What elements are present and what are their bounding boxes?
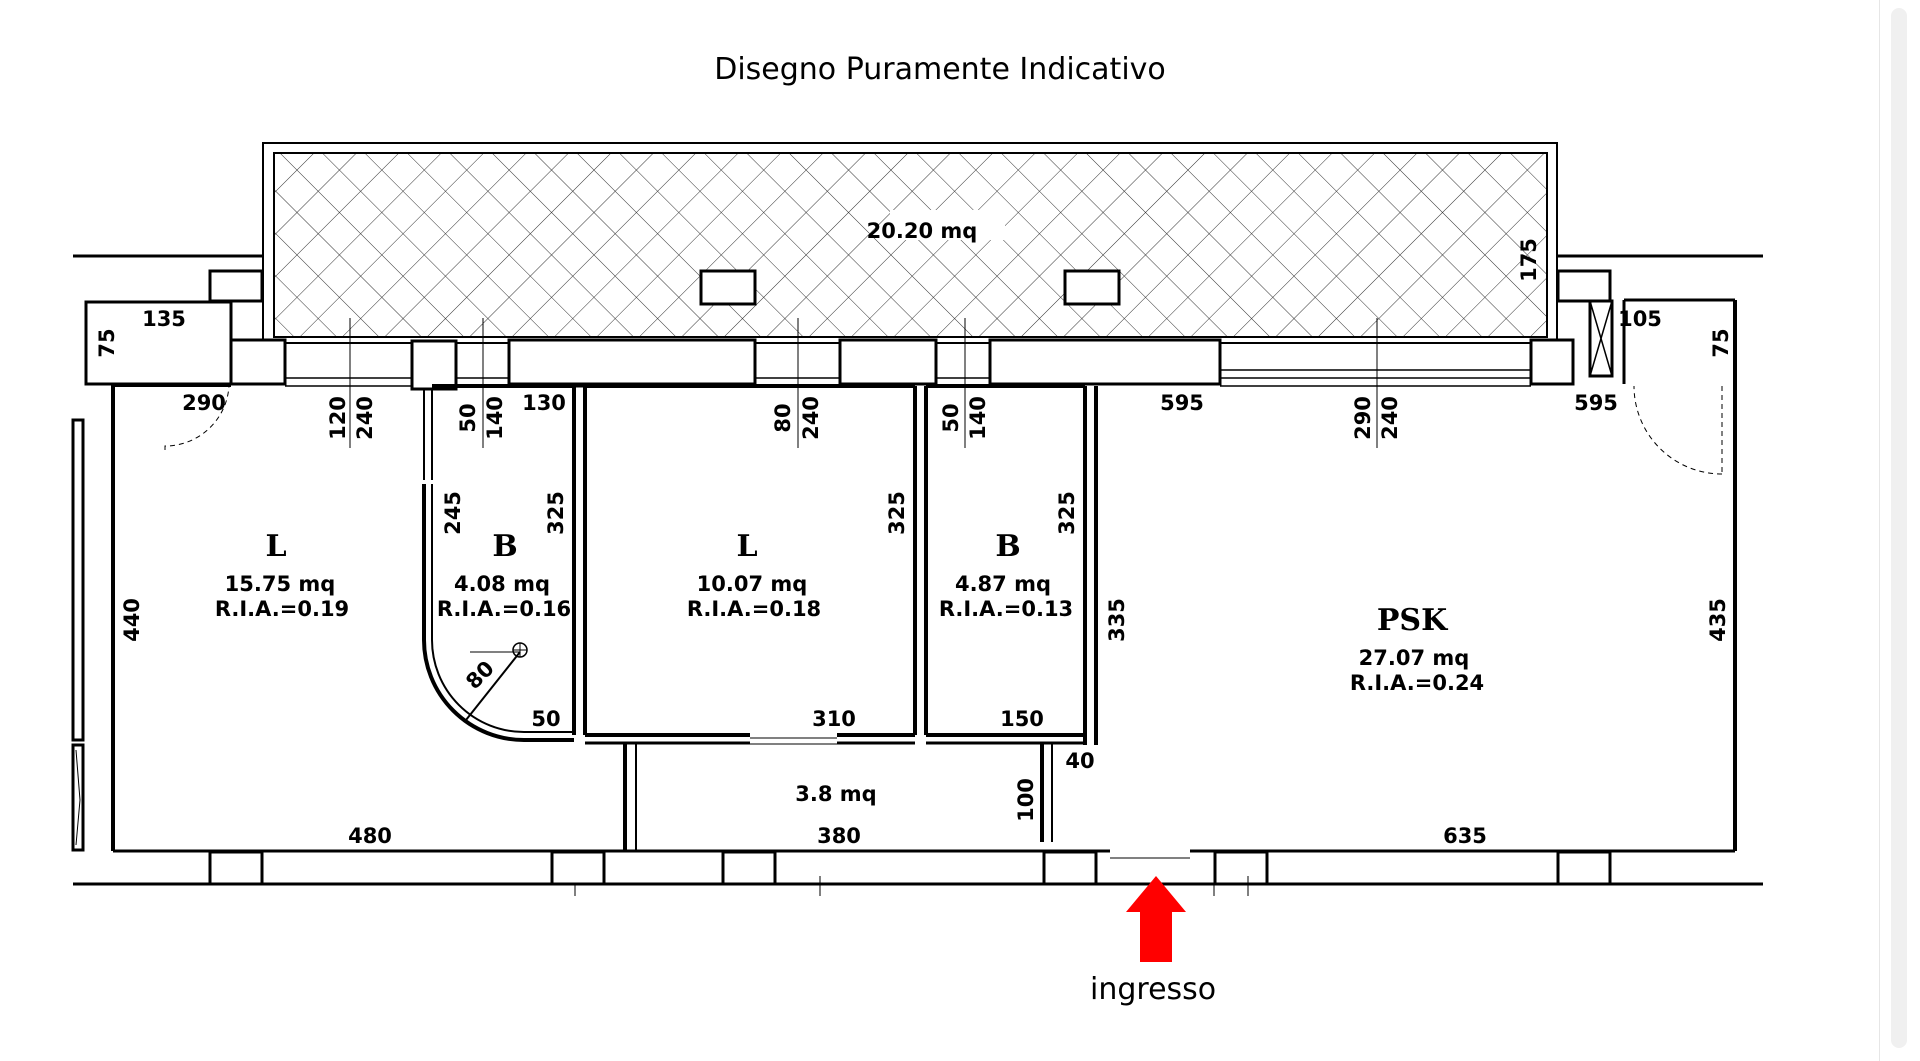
room-area-bath-right: 4.87 mq bbox=[955, 572, 1051, 596]
vertical-scrollbar[interactable] bbox=[1879, 0, 1920, 1061]
terrace-pillar bbox=[1063, 269, 1121, 306]
room-ria-bath-left: R.I.A.=0.16 bbox=[437, 597, 571, 621]
scrollbar-thumb[interactable] bbox=[1891, 8, 1907, 1048]
dim-terrace-depth: 175 bbox=[1517, 238, 1541, 282]
floor-plan: 20.20 mq 175 L 15.75 mq R.I.A.=0.19 B 4.… bbox=[71, 142, 1763, 962]
dim-40: 40 bbox=[1065, 749, 1094, 773]
room-area-bath-left: 4.08 mq bbox=[454, 572, 550, 596]
dim-635: 635 bbox=[1443, 824, 1487, 848]
room-code-bath-right: B bbox=[995, 529, 1020, 564]
room-ria-living-center: R.I.A.=0.18 bbox=[687, 597, 821, 621]
dim-130: 130 bbox=[522, 391, 566, 415]
dim-440: 440 bbox=[120, 598, 144, 642]
room-ria-psk: R.I.A.=0.24 bbox=[1350, 671, 1484, 695]
room-code-living-center: L bbox=[736, 529, 757, 564]
dim-380: 380 bbox=[817, 824, 861, 848]
dim-75-left: 75 bbox=[95, 328, 119, 357]
dim-135: 135 bbox=[142, 307, 186, 331]
room-area-psk: 27.07 mq bbox=[1359, 646, 1470, 670]
dim-325-c: 325 bbox=[1055, 491, 1079, 535]
room-area-hall: 3.8 mq bbox=[795, 782, 876, 806]
page-title: Disegno Puramente Indicativo bbox=[714, 52, 1166, 87]
dim-150: 150 bbox=[1000, 707, 1044, 731]
room-ria-bath-right: R.I.A.=0.13 bbox=[939, 597, 1073, 621]
entrance-arrow bbox=[1126, 876, 1186, 962]
room-area-living-left: 15.75 mq bbox=[225, 572, 336, 596]
dim-290-right: 290 bbox=[1351, 396, 1375, 440]
dim-120: 120 bbox=[326, 396, 350, 440]
dim-240-b: 240 bbox=[799, 396, 823, 440]
dimension-lines bbox=[349, 318, 1378, 896]
dim-80-top: 80 bbox=[771, 403, 795, 432]
dim-310: 310 bbox=[812, 707, 856, 731]
terrace bbox=[262, 142, 1558, 344]
dim-240-c: 240 bbox=[1378, 396, 1402, 440]
interior-walls bbox=[113, 384, 1723, 851]
room-area-living-center: 10.07 mq bbox=[697, 572, 808, 596]
front-wall-blocks bbox=[208, 338, 1612, 886]
dim-325-a: 325 bbox=[544, 491, 568, 535]
room-code-living-left: L bbox=[265, 529, 286, 564]
dim-325-b: 325 bbox=[885, 491, 909, 535]
dim-245: 245 bbox=[441, 491, 465, 535]
dim-80-door: 80 bbox=[461, 656, 499, 694]
dim-105: 105 bbox=[1618, 307, 1662, 331]
dim-240-a: 240 bbox=[353, 396, 377, 440]
dim-140-b: 140 bbox=[966, 396, 990, 440]
dim-50-b: 50 bbox=[939, 403, 963, 432]
dim-435: 435 bbox=[1706, 598, 1730, 642]
terrace-area: 20.20 mq bbox=[867, 219, 978, 243]
room-code-psk: PSK bbox=[1377, 603, 1448, 638]
dim-290-left: 290 bbox=[182, 391, 226, 415]
dim-50-a: 50 bbox=[456, 403, 480, 432]
dim-595-left: 595 bbox=[1160, 391, 1204, 415]
outer-walls bbox=[71, 254, 1763, 886]
dim-140-a: 140 bbox=[483, 396, 507, 440]
dim-75-right: 75 bbox=[1709, 328, 1733, 357]
entrance-label: ingresso bbox=[1090, 972, 1217, 1007]
dim-100: 100 bbox=[1014, 778, 1038, 822]
room-code-bath-left: B bbox=[492, 529, 517, 564]
terrace-pillar bbox=[699, 269, 757, 306]
dim-595-right: 595 bbox=[1574, 391, 1618, 415]
room-ria-living-left: R.I.A.=0.19 bbox=[215, 597, 349, 621]
dim-480: 480 bbox=[348, 824, 392, 848]
dim-50-bottom: 50 bbox=[531, 707, 560, 731]
dim-335: 335 bbox=[1105, 598, 1129, 642]
